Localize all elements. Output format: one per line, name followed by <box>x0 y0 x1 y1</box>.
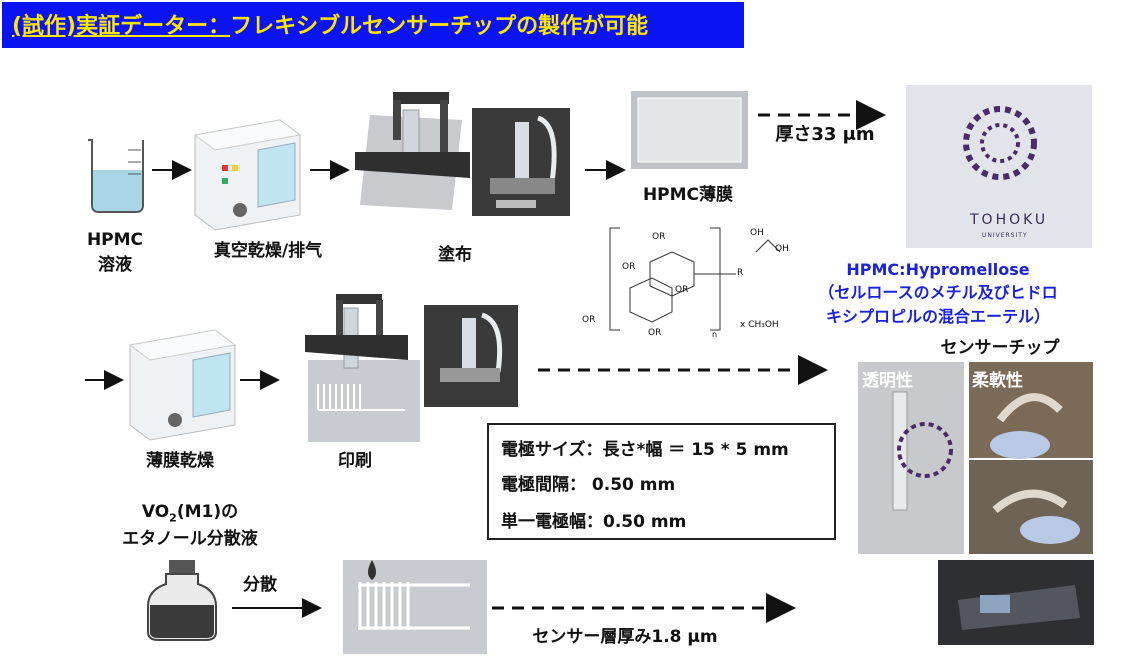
spec-gap: 電極間隔： 0.50 mm <box>501 475 676 495</box>
vo2-subscript: 2 <box>169 511 177 525</box>
structure-or-5: OR <box>648 328 662 338</box>
electrode-spec-box: 電極サイズ：長さ*幅 ＝ 15 * 5 mm 電極間隔： 0.50 mm 単一電… <box>487 423 836 540</box>
printer-photo <box>424 305 518 407</box>
structure-or-3: OR <box>675 285 689 295</box>
flexibility-label: 柔軟性 <box>972 371 1023 391</box>
vo2-text: VO <box>141 502 170 522</box>
structure-or-2: OR <box>622 262 636 272</box>
ethanol-line: エタノール分散液 <box>122 529 258 550</box>
packaged-chip-photo <box>938 560 1094 645</box>
flexibility-photo-2 <box>969 460 1093 554</box>
title-part1: (試作)実証データー： <box>12 14 231 39</box>
vacuum-oven-icon <box>193 119 302 231</box>
sensor-chip-title: センサーチップ <box>940 338 1060 358</box>
definition-line3: キシプロピルの混合エーテル） <box>825 307 1050 326</box>
printing-label: 印刷 <box>338 451 372 471</box>
beaker-icon <box>88 139 144 213</box>
page-title: (試作)実証データー：フレキシブルセンサーチップの製作が可能 <box>12 8 648 40</box>
film-icon <box>631 91 748 169</box>
sensor-layer-icon <box>343 560 487 654</box>
dry-oven-icon <box>128 329 237 441</box>
definition-line1: HPMC:Hypromellose <box>846 260 1030 279</box>
definition-line2: （セルロースのメチル及びヒドロ <box>818 283 1058 302</box>
logo-sub: UNIVERSITY <box>982 232 1028 239</box>
vo2-line: VO2(M1)の <box>90 497 290 524</box>
transparency-label: 透明性 <box>862 371 913 391</box>
sensor-layer-label: センサー層厚み1.8 μm <box>532 627 718 647</box>
tohoku-logo-photo <box>906 85 1092 248</box>
structure-n: n <box>712 330 718 339</box>
coater-icon <box>355 92 470 210</box>
coater-photo <box>472 108 570 216</box>
structure-oh-1: OH <box>750 228 764 238</box>
transparency-photo <box>858 362 964 554</box>
printer-icon <box>305 294 420 442</box>
vo2-phase: (M1)の <box>176 502 239 522</box>
spec-size: 電極サイズ：長さ*幅 ＝ 15 * 5 mm <box>501 440 789 460</box>
title-part2: フレキシブルセンサーチップの製作が可能 <box>230 14 649 39</box>
coating-label: 塗布 <box>438 245 472 265</box>
film-label: HPMC薄膜 <box>642 185 734 205</box>
film-drying-label: 薄膜乾燥 <box>146 451 214 471</box>
thickness-label: 厚さ33 μm <box>775 124 875 145</box>
spec-width: 単一電極幅：0.50 mm <box>501 512 687 532</box>
structure-oh-2: OH <box>775 244 789 254</box>
vo2-dispersion-label: VO2(M1)の エタノール分散液 <box>90 497 290 549</box>
hpmc-label-line1: HPMC <box>86 230 144 250</box>
vial-icon <box>147 560 217 641</box>
structure-or-4: OR <box>582 315 596 325</box>
hpmc-definition: HPMC:Hypromellose （セルロースのメチル及びヒドロ キシプロピル… <box>808 260 1068 327</box>
disperse-label: 分散 <box>243 575 277 595</box>
hpmc-label-line2: 溶液 <box>98 255 132 275</box>
title-banner <box>2 2 744 48</box>
flexibility-photo-1 <box>969 362 1093 459</box>
logo-name: TOHOKU <box>970 212 1049 228</box>
structure-r: R <box>737 268 744 278</box>
chemical-structure <box>572 218 790 341</box>
hpmc-solution-label: HPMC 溶液 <box>80 230 150 275</box>
structure-solvent: x CH₃OH <box>740 320 779 330</box>
structure-or-1: OR <box>652 232 666 242</box>
vacuum-drying-label: 真空乾燥/排气 <box>213 241 323 261</box>
